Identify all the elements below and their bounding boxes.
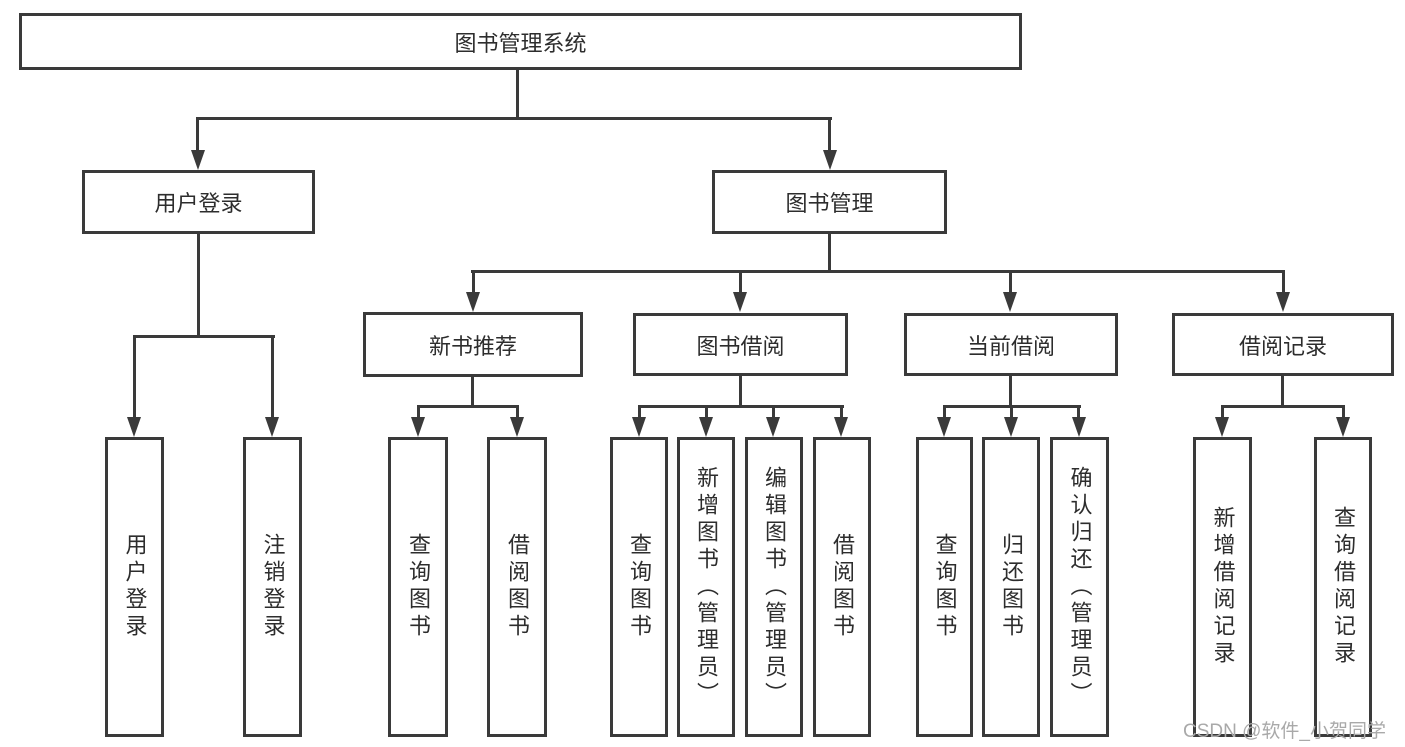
connector-drop-cb-confirm	[1077, 405, 1080, 419]
node-borrow-records-label: 借阅记录	[1238, 333, 1327, 359]
connector-drop-bb-query	[638, 405, 641, 419]
node-bb-query: 查询图书	[610, 437, 668, 737]
arrowhead-bb-query	[632, 417, 646, 437]
connector-drop-br-query	[1342, 405, 1345, 419]
node-nb-query-label: 查询图书	[406, 533, 431, 641]
node-new-book-rec: 新书推荐	[363, 312, 583, 377]
connector-drop-cb-return	[1010, 405, 1013, 419]
connector-root-stem	[516, 69, 519, 120]
node-bb-borrow-label: 借阅图书	[830, 533, 855, 641]
arrowhead-ul-login	[127, 417, 141, 437]
connector-drop-cb-query	[943, 405, 946, 419]
node-nb-borrow: 借阅图书	[487, 437, 547, 737]
node-root: 图书管理系统	[19, 13, 1022, 70]
node-bb-query-label: 查询图书	[627, 533, 652, 641]
connector-drop-ul-login	[133, 335, 136, 419]
node-root-label: 图书管理系统	[454, 30, 587, 56]
arrowhead-cb-confirm	[1072, 417, 1086, 437]
connector-userlogin-stem	[197, 233, 200, 338]
connector-drop-bb-add	[705, 405, 708, 419]
connector-drop-bb-borrow	[840, 405, 843, 419]
node-user-login: 用户登录	[82, 170, 315, 234]
connector-drop-borrow-records	[1282, 270, 1285, 294]
connector-borrowrecords-stem	[1281, 375, 1284, 408]
connector-root-drop-right	[828, 117, 831, 152]
node-br-add: 新增借阅记录	[1193, 437, 1252, 737]
connector-bookborrow-stem	[739, 375, 742, 408]
node-br-query: 查询借阅记录	[1314, 437, 1372, 737]
node-bb-add-label: 新增图书（管理员）	[694, 465, 719, 709]
connector-drop-current-borrow	[1009, 270, 1012, 294]
node-ul-login-label: 用户登录	[122, 533, 148, 641]
arrowhead-new-book	[466, 292, 480, 312]
arrowhead-bb-borrow	[834, 417, 848, 437]
node-cb-confirm-label: 确认归还（管理员）	[1067, 465, 1093, 709]
connector-currentborrow-stem	[1009, 375, 1012, 408]
connector-drop-nb-borrow	[516, 405, 519, 419]
arrowhead-cb-return	[1004, 417, 1018, 437]
node-ul-logout: 注销登录	[243, 437, 302, 737]
node-bb-borrow: 借阅图书	[813, 437, 871, 737]
node-current-borrow: 当前借阅	[904, 313, 1118, 376]
connector-drop-ul-logout	[271, 335, 274, 419]
connector-borrowrecords-rail	[1221, 405, 1345, 408]
arrowhead-bb-add	[699, 417, 713, 437]
node-book-borrow: 图书借阅	[633, 313, 848, 376]
arrowhead-book-mgmt	[823, 150, 837, 170]
csdn-watermark: CSDN @软件_小贺同学	[1183, 721, 1386, 742]
node-bb-edit: 编辑图书（管理员）	[745, 437, 803, 737]
node-nb-borrow-label: 借阅图书	[505, 533, 530, 641]
connector-userlogin-rail	[133, 335, 275, 338]
node-book-borrow-label: 图书借阅	[696, 333, 785, 359]
connector-drop-book-borrow	[739, 270, 742, 294]
connector-drop-bb-edit	[772, 405, 775, 419]
node-ul-logout-label: 注销登录	[260, 533, 286, 641]
node-nb-query: 查询图书	[388, 437, 448, 737]
node-new-book-rec-label: 新书推荐	[428, 333, 517, 359]
connector-root-rail	[196, 117, 832, 120]
connector-bookmgmt-stem	[828, 233, 831, 273]
connector-bookmgmt-rail	[471, 270, 1284, 273]
node-borrow-records: 借阅记录	[1172, 313, 1394, 376]
connector-drop-br-add	[1221, 405, 1224, 419]
node-cb-confirm: 确认归还（管理员）	[1050, 437, 1109, 737]
node-cb-return: 归还图书	[982, 437, 1040, 737]
arrowhead-borrow-records	[1276, 292, 1290, 312]
node-cb-query-label: 查询图书	[932, 533, 958, 641]
connector-root-drop-left	[196, 117, 199, 152]
arrowhead-nb-query	[411, 417, 425, 437]
arrowhead-ul-logout	[265, 417, 279, 437]
node-cb-return-label: 归还图书	[999, 533, 1024, 641]
arrowhead-user-login	[191, 150, 205, 170]
node-cb-query: 查询图书	[916, 437, 973, 737]
node-current-borrow-label: 当前借阅	[966, 333, 1055, 359]
node-book-mgmt-label: 图书管理	[785, 191, 874, 216]
node-user-login-label: 用户登录	[154, 191, 243, 216]
arrowhead-br-add	[1215, 417, 1229, 437]
arrowhead-br-query	[1336, 417, 1350, 437]
node-ul-login: 用户登录	[105, 437, 164, 737]
arrowhead-nb-borrow	[510, 417, 524, 437]
connector-bookborrow-rail	[638, 405, 844, 408]
node-bb-edit-label: 编辑图书（管理员）	[762, 465, 787, 709]
node-br-add-label: 新增借阅记录	[1210, 506, 1236, 668]
node-bb-add: 新增图书（管理员）	[677, 437, 735, 737]
connector-drop-nb-query	[417, 405, 420, 419]
connector-drop-new-book	[472, 270, 475, 294]
arrowhead-bb-edit	[766, 417, 780, 437]
connector-newbook-rail	[417, 405, 519, 408]
node-br-query-label: 查询借阅记录	[1331, 506, 1356, 668]
connector-newbook-stem	[471, 376, 474, 408]
node-book-mgmt: 图书管理	[712, 170, 947, 234]
arrowhead-book-borrow	[733, 292, 747, 312]
arrowhead-cb-query	[937, 417, 951, 437]
arrowhead-current-borrow	[1003, 292, 1017, 312]
